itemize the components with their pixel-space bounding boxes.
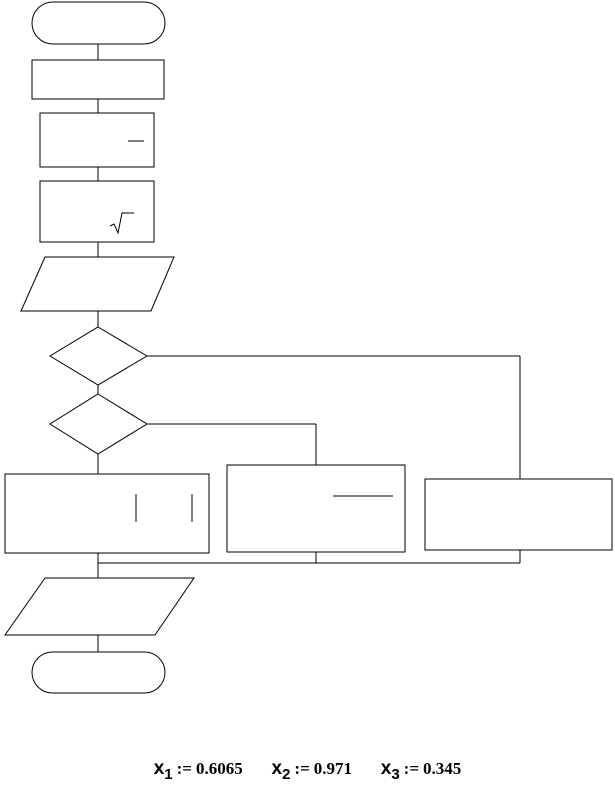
output-parallelogram (4, 577, 195, 636)
flowchart (4, 1, 613, 694)
variable-x1: x (153, 758, 165, 779)
variable-x2: x (271, 758, 283, 779)
decision-diamond-1 (49, 326, 148, 386)
assign-operator-3: := (403, 759, 420, 778)
assign-operator-2: := (294, 759, 310, 778)
start-terminator (31, 1, 166, 45)
equation-term-1: x1:=0.6065 (153, 758, 243, 783)
value-x1: 0.6065 (196, 759, 243, 778)
value-x3: 0.345 (423, 759, 462, 778)
connector-lines (97, 44, 521, 652)
value-x2: 0.971 (313, 759, 353, 778)
assign-operator-1: := (176, 759, 192, 778)
decision-diamond-2 (49, 393, 148, 455)
equation-term-3: x3:=0.345 (380, 758, 462, 783)
subscript-3: 3 (391, 766, 400, 783)
branch-box-left (4, 473, 210, 554)
process-box-3 (39, 180, 155, 243)
process-box-2 (39, 112, 155, 168)
branch-box-middle (226, 464, 406, 553)
process-box-1 (31, 59, 165, 100)
branch-box-right (424, 478, 613, 551)
sqrt-symbol-mark (109, 212, 134, 235)
input-parallelogram (20, 256, 175, 312)
equation-line: x1:=0.6065 x2:=0.971 x3:=0.345 (0, 758, 615, 783)
subscript-2: 2 (282, 766, 291, 783)
end-terminator (31, 651, 166, 694)
variable-x3: x (380, 758, 392, 779)
subscript-1: 1 (164, 766, 173, 783)
equation-term-2: x2:=0.971 (271, 758, 353, 783)
